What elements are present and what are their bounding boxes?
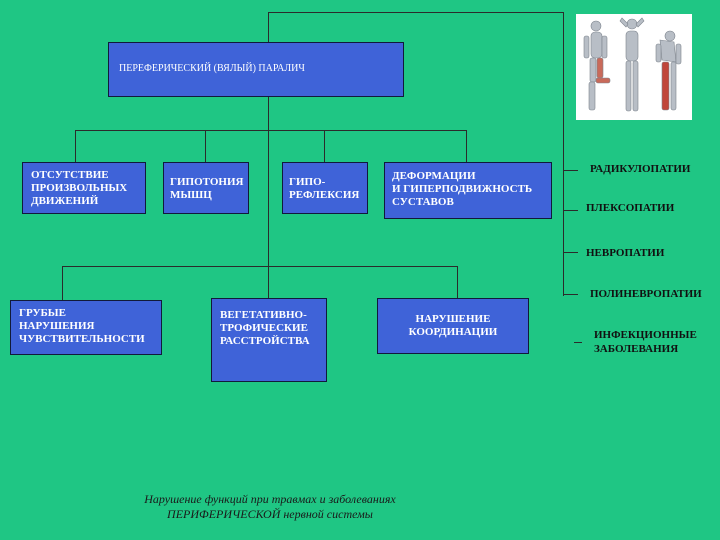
- connector-line: [268, 12, 564, 13]
- symptom-hyporeflexia: ГИПО- РЕФЛЕКСИЯ: [282, 162, 368, 214]
- connector-line: [268, 12, 269, 266]
- symptom-label: НАРУШЕНИЕ КООРДИНАЦИИ: [408, 313, 498, 338]
- connector-line: [75, 130, 467, 131]
- cause-polyneuropathy: ПОЛИНЕВРОПАТИИ: [590, 288, 702, 300]
- connector-line: [563, 252, 578, 253]
- symptom-label: ОТСУТСТВИЕ ПРОИЗВОЛЬНЫХ ДВИЖЕНИЙ: [31, 169, 128, 207]
- connector-line: [563, 12, 564, 296]
- connector-line: [563, 294, 578, 295]
- connector-line: [205, 130, 206, 162]
- symptom-vegetative-trophic: ВЕГЕТАТИВНО- ТРОФИЧЕСКИЕ РАССТРОЙСТВА: [211, 298, 327, 382]
- symptom-label: ГИПО- РЕФЛЕКСИЯ: [289, 176, 360, 201]
- cause-neuropathy: НЕВРОПАТИИ: [586, 247, 665, 259]
- connector-line: [62, 266, 63, 300]
- connector-line: [324, 130, 325, 162]
- symptom-sensory-disorders: ГРУБЫЕ НАРУШЕНИЯ ЧУВСТВИТЕЛЬНОСТИ: [10, 300, 162, 355]
- connector-line: [574, 342, 582, 343]
- diagram-caption: Нарушение функций при травмах и заболева…: [144, 492, 396, 521]
- connector-line: [75, 130, 76, 162]
- symptom-label: ДЕФОРМАЦИИ И ГИПЕРПОДВИЖНОСТЬ СУСТАВОВ: [392, 170, 533, 208]
- symptom-label: ГИПОТОНИЯ МЫШЦ: [170, 176, 244, 201]
- connector-line: [563, 170, 578, 171]
- cause-plexopathy: ПЛЕКСОПАТИИ: [586, 202, 675, 214]
- cause-radiculopathy: РАДИКУЛОПАТИИ: [590, 163, 691, 175]
- symptom-joint-deformities: ДЕФОРМАЦИИ И ГИПЕРПОДВИЖНОСТЬ СУСТАВОВ: [384, 162, 552, 219]
- mannequin-illustration: [576, 14, 692, 120]
- connector-line: [62, 266, 458, 267]
- symptom-label: ГРУБЫЕ НАРУШЕНИЯ ЧУВСТВИТЕЛЬНОСТИ: [19, 307, 145, 345]
- symptom-label: ВЕГЕТАТИВНО- ТРОФИЧЕСКИЕ РАССТРОЙСТВА: [220, 309, 310, 347]
- cause-infectious-diseases: ИНФЕКЦИОННЫЕ ЗАБОЛЕВАНИЯ: [594, 329, 697, 355]
- connector-line: [466, 130, 467, 162]
- symptom-coordination: НАРУШЕНИЕ КООРДИНАЦИИ: [377, 298, 529, 354]
- symptom-muscle-hypotonia: ГИПОТОНИЯ МЫШЦ: [163, 162, 249, 214]
- connector-line: [268, 266, 269, 298]
- root-box: ПЕРЕФЕРИЧЕСКИЙ (ВЯЛЫЙ) ПАРАЛИЧ: [108, 42, 404, 97]
- root-label: ПЕРЕФЕРИЧЕСКИЙ (ВЯЛЫЙ) ПАРАЛИЧ: [119, 63, 305, 74]
- connector-line: [563, 210, 578, 211]
- symptom-no-voluntary-movements: ОТСУТСТВИЕ ПРОИЗВОЛЬНЫХ ДВИЖЕНИЙ: [22, 162, 146, 214]
- connector-line: [457, 266, 458, 298]
